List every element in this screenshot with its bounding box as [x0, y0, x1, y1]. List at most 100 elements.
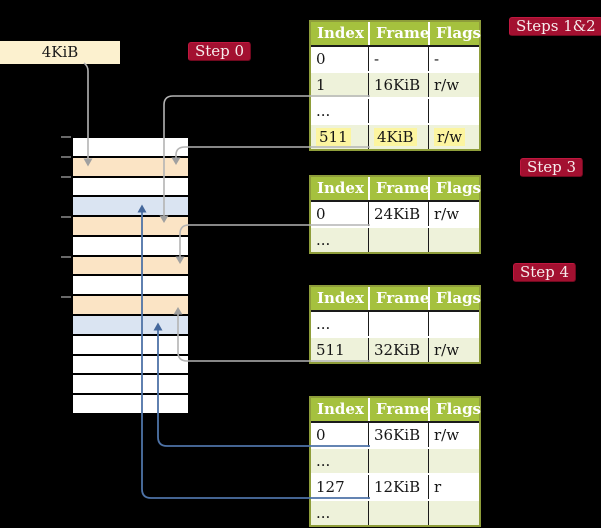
table-row: ...	[311, 499, 479, 525]
cell-text: 0	[316, 426, 326, 444]
table-cell: -	[428, 47, 479, 71]
memory-row-page-table	[73, 155, 188, 176]
memory-row	[73, 234, 188, 255]
cell-text-highlight: 4KiB	[374, 128, 417, 146]
table-row: 511 32KiB r/w	[311, 336, 479, 362]
cell-text: 16KiB	[374, 76, 421, 94]
table-cell	[368, 312, 428, 336]
cell-text-highlight: r/w	[434, 128, 466, 146]
table-cell: 0	[311, 423, 368, 447]
page-table-1: Index Frame Flags 0 - - 1 16KiB r/w ... …	[309, 20, 481, 151]
cell-text: 1	[316, 76, 326, 94]
table-cell: 4KiB	[368, 125, 428, 149]
cell-text: r/w	[434, 341, 460, 359]
table-row: ...	[311, 226, 479, 252]
cell-text: 0	[316, 50, 326, 68]
table-cell: r/w	[428, 423, 479, 447]
frame-4kib-box: 4KiB	[0, 41, 120, 64]
memory-address-ticks	[61, 136, 71, 298]
memory-row	[73, 274, 188, 294]
cell-text: r	[434, 478, 442, 496]
cell-text: 0	[316, 205, 326, 223]
cell-text: 32KiB	[374, 341, 421, 359]
table-cell: 0	[311, 202, 368, 226]
cell-text: r/w	[434, 205, 460, 223]
cell-text: -	[374, 50, 380, 68]
header-cell: Frame	[368, 22, 429, 45]
header-cell: Index	[317, 289, 364, 307]
table-row: ...	[311, 447, 479, 473]
cell-text: r/w	[434, 426, 460, 444]
physical-memory-column	[71, 136, 190, 415]
table-cell: 24KiB	[368, 202, 428, 226]
table-cell	[428, 99, 479, 123]
table-cell: 511	[311, 338, 368, 362]
cell-text: 511	[316, 341, 345, 359]
table-row: 0 - -	[311, 47, 479, 71]
table-cell: -	[368, 47, 428, 71]
page-table-4: Index Frame Flags 0 36KiB r/w ... 127 12…	[309, 396, 481, 527]
table-cell	[368, 449, 428, 473]
cell-text: ...	[316, 504, 331, 522]
table-cell: r/w	[428, 202, 479, 226]
step-0-badge: Step 0	[188, 42, 252, 61]
step-4-badge: Step 4	[513, 263, 577, 282]
table-header: Index Frame Flags	[311, 177, 481, 202]
table-header: Index Frame Flags	[311, 398, 481, 423]
cell-text: ...	[316, 315, 331, 333]
memory-row-mapped-page	[73, 314, 188, 334]
table-cell: r/w	[428, 125, 479, 149]
table-row: 0 24KiB r/w	[311, 202, 479, 226]
table-cell: 36KiB	[368, 423, 428, 447]
cell-text: 127	[316, 478, 345, 496]
table-cell	[428, 228, 479, 252]
memory-row	[73, 353, 188, 374]
memory-row-mapped-page	[73, 195, 188, 216]
cell-text: r/w	[434, 76, 460, 94]
memory-row	[73, 393, 188, 413]
memory-row-page-table	[73, 215, 188, 235]
table-row: ...	[311, 97, 479, 123]
memory-row	[73, 175, 188, 196]
header-cell: Index	[317, 179, 364, 197]
header-cell: Flags	[428, 398, 481, 421]
header-cell: Index	[317, 24, 364, 42]
step-3-badge: Step 3	[520, 158, 584, 177]
table-cell: ...	[311, 449, 368, 473]
table-cell: r/w	[428, 73, 479, 97]
table-cell: ...	[311, 312, 368, 336]
table-cell: ...	[311, 228, 368, 252]
table-cell: 511	[311, 125, 368, 149]
table-cell	[368, 99, 428, 123]
header-cell: Flags	[428, 177, 481, 200]
table-header: Index Frame Flags	[311, 22, 481, 47]
table-cell	[428, 449, 479, 473]
cell-text: ...	[316, 102, 331, 120]
table-cell: ...	[311, 99, 368, 123]
table-cell: r/w	[428, 338, 479, 362]
header-cell: Flags	[428, 22, 481, 45]
table-cell	[428, 312, 479, 336]
table-cell: 32KiB	[368, 338, 428, 362]
table-row-highlighted: 511 4KiB r/w	[311, 123, 479, 149]
table-cell: 0	[311, 47, 368, 71]
table-row: 127 12KiB r	[311, 473, 479, 499]
table-row: ...	[311, 312, 479, 336]
memory-row	[73, 373, 188, 393]
cell-text: 36KiB	[374, 426, 421, 444]
header-cell: Frame	[368, 398, 429, 421]
table-cell: 127	[311, 475, 368, 499]
steps-1-2-badge: Steps 1&2	[509, 17, 601, 36]
memory-row	[73, 333, 188, 354]
cell-text: ...	[316, 452, 331, 470]
header-cell: Index	[317, 400, 364, 418]
cell-text-highlight: 511	[316, 128, 351, 146]
table-header: Index Frame Flags	[311, 287, 481, 312]
table-cell	[368, 501, 428, 525]
header-cell: Frame	[368, 287, 429, 310]
table-cell: 1	[311, 73, 368, 97]
table-cell: 16KiB	[368, 73, 428, 97]
table-cell	[428, 501, 479, 525]
memory-row-page-table	[73, 254, 188, 275]
